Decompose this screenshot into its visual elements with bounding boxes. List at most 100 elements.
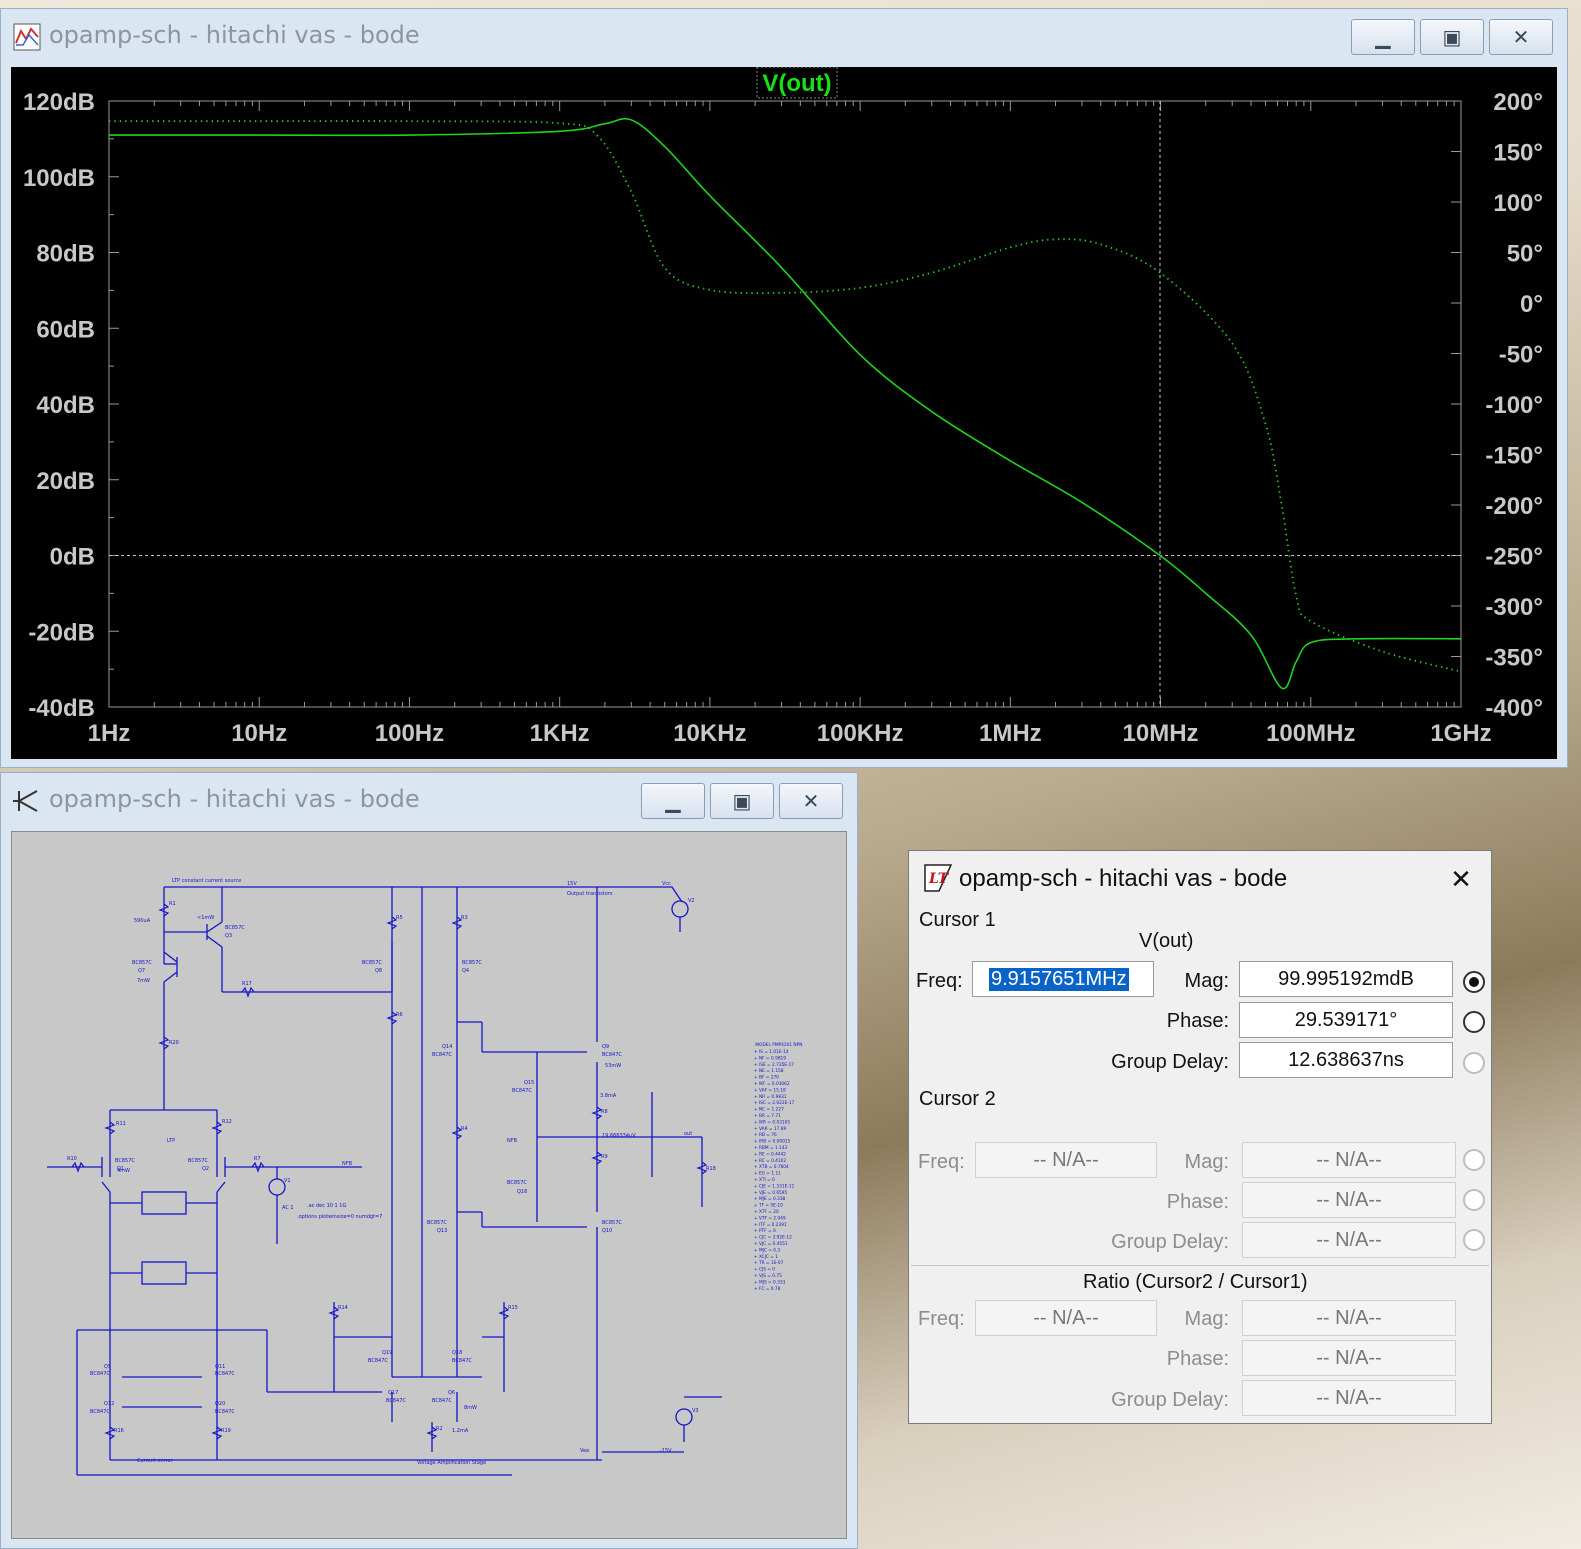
cursor2-mag-radio[interactable]	[1463, 1149, 1485, 1171]
cursor1-group-delay-radio[interactable]	[1463, 1052, 1485, 1074]
label-neg15v: -15V	[660, 1448, 672, 1454]
dialog-title: opamp-sch - hitachi vas - bode	[959, 865, 1288, 892]
model-line: + VJS = 0.75	[754, 1273, 782, 1279]
schematic-window[interactable]: opamp-sch - hitachi vas - bode ▁ ▣ ✕	[0, 772, 858, 1549]
schematic-labels: LTP constant current source Output trans…	[67, 878, 716, 1466]
model-line: + PTF = 0	[754, 1228, 776, 1234]
schematic-drawing[interactable]: LTP constant current source Output trans…	[12, 832, 848, 1540]
label-v1: V1	[284, 1178, 291, 1184]
label-nfb-voltage: 19.666334uV	[602, 1133, 636, 1139]
label-q8: Q8	[375, 968, 382, 974]
label-q3: Q3	[225, 933, 232, 939]
label-q4-model: BC857C	[462, 960, 482, 966]
y-left-tick-label: -20dB	[28, 619, 95, 646]
ratio-group-delay-label: Group Delay:	[1111, 1389, 1229, 1411]
label-ac1: AC 1	[282, 1205, 294, 1211]
dialog-close-button[interactable]: ✕	[1441, 861, 1481, 897]
schematic-window-title: opamp-sch - hitachi vas - bode	[49, 785, 420, 813]
bode-plot-window[interactable]: opamp-sch - hitachi vas - bode ▁ ▣ ✕ 1Hz…	[0, 8, 1568, 768]
close-button[interactable]: ✕	[779, 783, 843, 819]
close-button[interactable]: ✕	[1489, 19, 1553, 55]
schematic-wires	[47, 886, 722, 1476]
minimize-button[interactable]: ▁	[1351, 19, 1415, 55]
model-line: + TR = 1E-07	[754, 1260, 784, 1266]
schematic-app-icon	[13, 790, 38, 812]
label-q20: Q20	[215, 1401, 225, 1407]
model-line: + MJE = 0.338	[754, 1196, 786, 1202]
label-q10-model: BC857C	[602, 1220, 622, 1226]
cursor1-freq-value: 9.9157651MHz	[989, 967, 1129, 991]
cursor1-mag-field: 99.995192mdB	[1239, 961, 1453, 997]
y-left-tick-label: 40dB	[36, 392, 95, 419]
ratio-phase-field: -- N/A--	[1242, 1340, 1456, 1376]
label-q7-model: BC857C	[132, 960, 152, 966]
cursor1-phase-radio[interactable]	[1463, 1011, 1485, 1033]
label-q6: Q6	[448, 1390, 455, 1396]
schematic-titlebar[interactable]: opamp-sch - hitachi vas - bode ▁ ▣ ✕	[1, 773, 857, 827]
label-q11-model: BC847C	[215, 1371, 235, 1377]
label-r17: R17	[242, 981, 252, 987]
close-icon: ✕	[1450, 863, 1472, 894]
cursor1-freq-input[interactable]: 9.9157651MHz	[972, 961, 1154, 997]
model-line: + VJC = 0.4551	[754, 1241, 788, 1247]
cursor2-phase-field: -- N/A--	[1242, 1182, 1456, 1218]
plot-frame	[108, 100, 1462, 708]
model-line: + CJE = 1.331E-11	[754, 1183, 795, 1189]
label-q2-model: BC857C	[188, 1158, 208, 1164]
maximize-button[interactable]: ▣	[1420, 19, 1484, 55]
label-current-mirror: Current mirror	[137, 1458, 174, 1464]
cursor-readout-dialog[interactable]: LT opamp-sch - hitachi vas - bode ✕ Curs…	[908, 850, 1492, 1424]
label-r4: R4	[461, 1126, 468, 1132]
close-icon: ✕	[802, 789, 820, 813]
x-tick-label: 10Hz	[231, 720, 287, 747]
model-line: + IS = 1.01E-14	[754, 1049, 789, 1055]
y-right-tick-label: -300°	[1485, 594, 1543, 621]
cursor2-mag-label: Mag:	[1184, 1151, 1229, 1173]
label-q1: Q1	[117, 1166, 124, 1172]
label-15v: 15V	[567, 881, 577, 887]
schematic-canvas[interactable]: LTP constant current source Output trans…	[11, 831, 847, 1539]
label-q8-model: BC857C	[362, 960, 382, 966]
model-line: + CJS = 0	[754, 1267, 775, 1273]
phase-trace	[109, 120, 1462, 673]
model-line: + TF = 5E-10	[754, 1203, 783, 1209]
label-r18: R18	[706, 1166, 716, 1172]
y-right-tick-label: -200°	[1485, 493, 1543, 520]
label-q14-model: BC847C	[432, 1052, 452, 1058]
cursor1-phase-label: Phase:	[1166, 1010, 1229, 1032]
label-r15: R15	[508, 1305, 518, 1311]
cursor2-freq-field: -- N/A--	[975, 1142, 1157, 1178]
label-q18: Q18	[452, 1350, 462, 1356]
magnitude-trace	[108, 117, 1462, 690]
y-right-tick-label: -150°	[1485, 443, 1543, 470]
model-line: + IRB = 0.00015	[754, 1139, 791, 1145]
ratio-divider	[911, 1265, 1489, 1266]
cursor2-mag-field: -- N/A--	[1242, 1142, 1456, 1178]
ratio-mag-label: Mag:	[1184, 1308, 1229, 1330]
model-line: + VTF = 2.949	[754, 1215, 786, 1221]
label-q3-model: BC857C	[225, 925, 245, 931]
cursor2-phase-label: Phase:	[1166, 1191, 1229, 1213]
label-r7: R7	[254, 1156, 261, 1162]
bode-titlebar[interactable]: opamp-sch - hitachi vas - bode ▁ ▣ ✕	[1, 9, 1567, 63]
cursor2-phase-radio[interactable]	[1463, 1189, 1485, 1211]
label-q2: Q2	[202, 1166, 209, 1172]
label-nfb: NFB	[342, 1161, 353, 1167]
model-line: + XCJC = 1	[754, 1254, 778, 1260]
cursor1-trace-name: V(out)	[1139, 930, 1194, 952]
label-1mw: <1mW	[197, 915, 214, 921]
x-tick-label: 100Hz	[375, 720, 444, 747]
label-q7: Q7	[138, 968, 145, 974]
minimize-button[interactable]: ▁	[641, 783, 705, 819]
label-q20-model: BC847C	[215, 1409, 235, 1415]
cursor1-mag-radio[interactable]	[1463, 971, 1485, 993]
cursor2-group-delay-radio[interactable]	[1463, 1229, 1485, 1251]
ratio-group-delay-field: -- N/A--	[1242, 1380, 1456, 1416]
y-right-tick-label: 0°	[1520, 291, 1543, 318]
trace-label: V(out)	[762, 70, 831, 97]
y-right-tick-label: 150°	[1493, 140, 1543, 167]
maximize-button[interactable]: ▣	[710, 783, 774, 819]
label-r14: R14	[338, 1305, 348, 1311]
